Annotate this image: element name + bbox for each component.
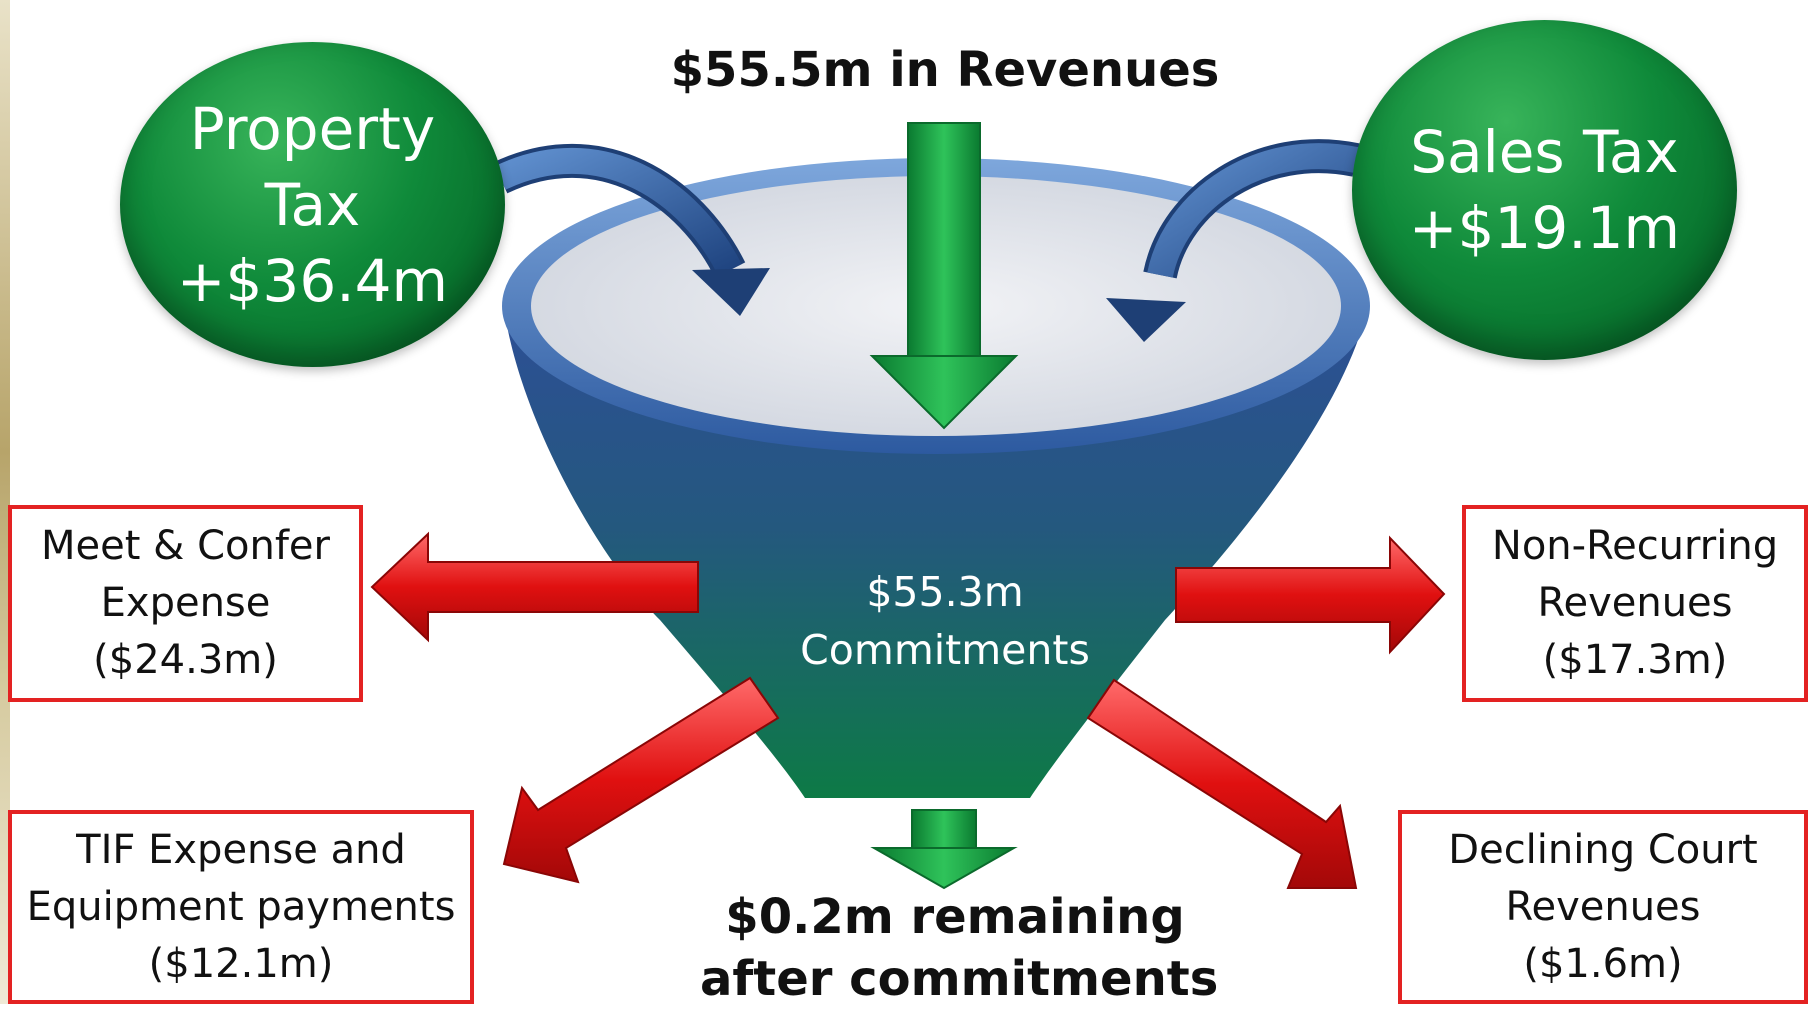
sales-tax-amount: +$19.1m <box>1408 194 1681 262</box>
remaining-line1: $0.2m remaining <box>725 889 1185 945</box>
non-recurring-box: Non-Recurring Revenues ($17.3m) <box>1462 505 1808 702</box>
tif-amount: ($12.1m) <box>148 940 334 987</box>
meet-confer-box: Meet & Confer Expense ($24.3m) <box>8 505 363 702</box>
meet-confer-amount: ($24.3m) <box>93 637 278 683</box>
property-tax-circle: Property Tax +$36.4m <box>120 42 505 367</box>
arrow-to-court-icon <box>1086 678 1358 889</box>
outflow-arrow-icon <box>870 809 1018 890</box>
curved-arrow-left-icon <box>492 144 770 316</box>
slide-edge-decoration <box>0 0 10 1004</box>
property-tax-line2: Tax <box>264 170 361 239</box>
property-tax-line1: Property <box>189 94 436 163</box>
curved-arrow-right-icon <box>1106 139 1360 342</box>
commitments-text: Commitments <box>800 626 1090 674</box>
non-recurring-line1: Non-Recurring <box>1491 523 1779 569</box>
meet-confer-line2: Expense <box>100 580 271 626</box>
sales-tax-line1: Sales Tax <box>1410 118 1679 186</box>
tif-equipment-box: TIF Expense and Equipment payments ($12.… <box>8 810 474 1004</box>
tif-line1: TIF Expense and <box>76 826 406 873</box>
arrow-to-tif-icon <box>502 676 780 884</box>
meet-confer-line1: Meet & Confer <box>41 523 330 569</box>
arrow-to-non-recurring-icon <box>1175 535 1446 655</box>
property-tax-amount: +$36.4m <box>176 246 449 315</box>
court-revenues-box: Declining Court Revenues ($1.6m) <box>1398 810 1808 1004</box>
remaining-line2: after commitments <box>700 951 1219 1007</box>
revenues-headline: $55.5m in Revenues <box>670 42 1220 98</box>
non-recurring-line2: Revenues <box>1537 580 1733 626</box>
court-amount: ($1.6m) <box>1523 940 1683 987</box>
inflow-arrow-icon <box>869 122 1019 430</box>
arrow-to-meet-confer-icon <box>370 531 699 643</box>
sales-tax-circle: Sales Tax +$19.1m <box>1352 20 1737 360</box>
court-line1: Declining Court <box>1448 826 1758 873</box>
commitments-amount: $55.3m <box>866 568 1024 616</box>
remaining-headline: $0.2m remaining after commitments <box>700 886 1219 1010</box>
commitments-label: $55.3m Commitments <box>770 563 1120 679</box>
tif-line2: Equipment payments <box>26 883 456 930</box>
court-line2: Revenues <box>1505 883 1701 930</box>
non-recurring-amount: ($17.3m) <box>1542 637 1728 683</box>
